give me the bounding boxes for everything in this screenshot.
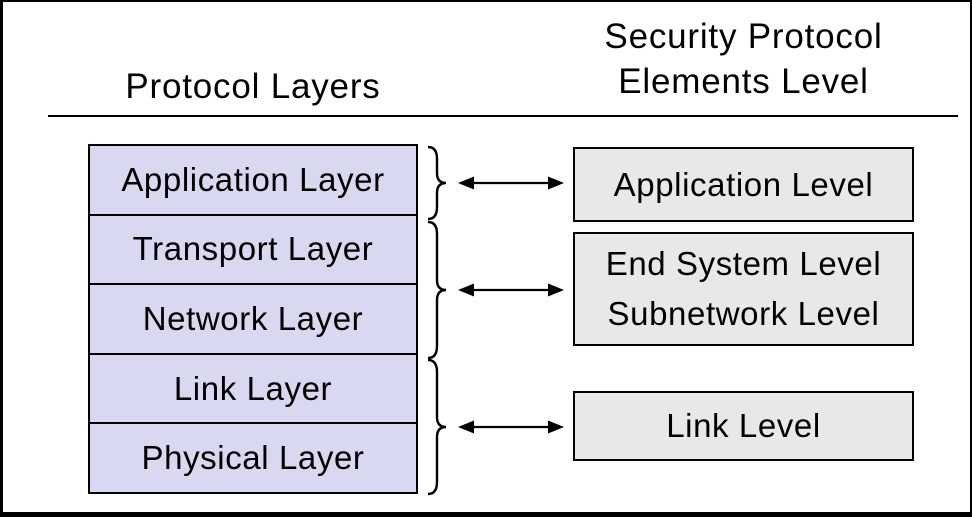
level-box-end-system-subnetwork: End System Level Subnetwork Level [573, 232, 914, 346]
header-divider-line [48, 115, 958, 117]
right-column-header-line1: Security Protocol [604, 17, 883, 56]
right-column-header: Security Protocol Elements Level [573, 14, 914, 106]
left-column-header: Protocol Layers [125, 67, 381, 106]
layer-box-physical: Physical Layer [141, 439, 365, 477]
right-column-header-line2: Elements Level [618, 62, 869, 101]
protocol-layer-stack: Application Layer Transport Layer Networ… [88, 144, 418, 494]
layer-box-application: Application Layer [90, 146, 416, 216]
double-arrow-icon-application [458, 176, 564, 190]
curly-brace-transport-network-icon [427, 220, 447, 360]
layer-box-link: Link Layer [90, 355, 416, 425]
level-box-application: Application Level [573, 147, 914, 222]
double-arrow-icon-link [458, 420, 564, 434]
level-box-application-label: Application Level [613, 165, 874, 203]
curly-brace-link-physical-icon [427, 358, 447, 496]
curly-brace-application-icon [427, 145, 447, 221]
level-box-end-system-label: End System Level [605, 245, 882, 282]
layer-box-transport: Transport Layer [90, 216, 416, 286]
level-box-link-label: Link Level [666, 407, 821, 444]
level-box-link: Link Level [573, 391, 914, 461]
layer-box-network: Network Layer [90, 285, 416, 355]
level-box-subnetwork-label: Subnetwork Level [607, 295, 880, 332]
double-arrow-icon-end-system [458, 283, 564, 297]
